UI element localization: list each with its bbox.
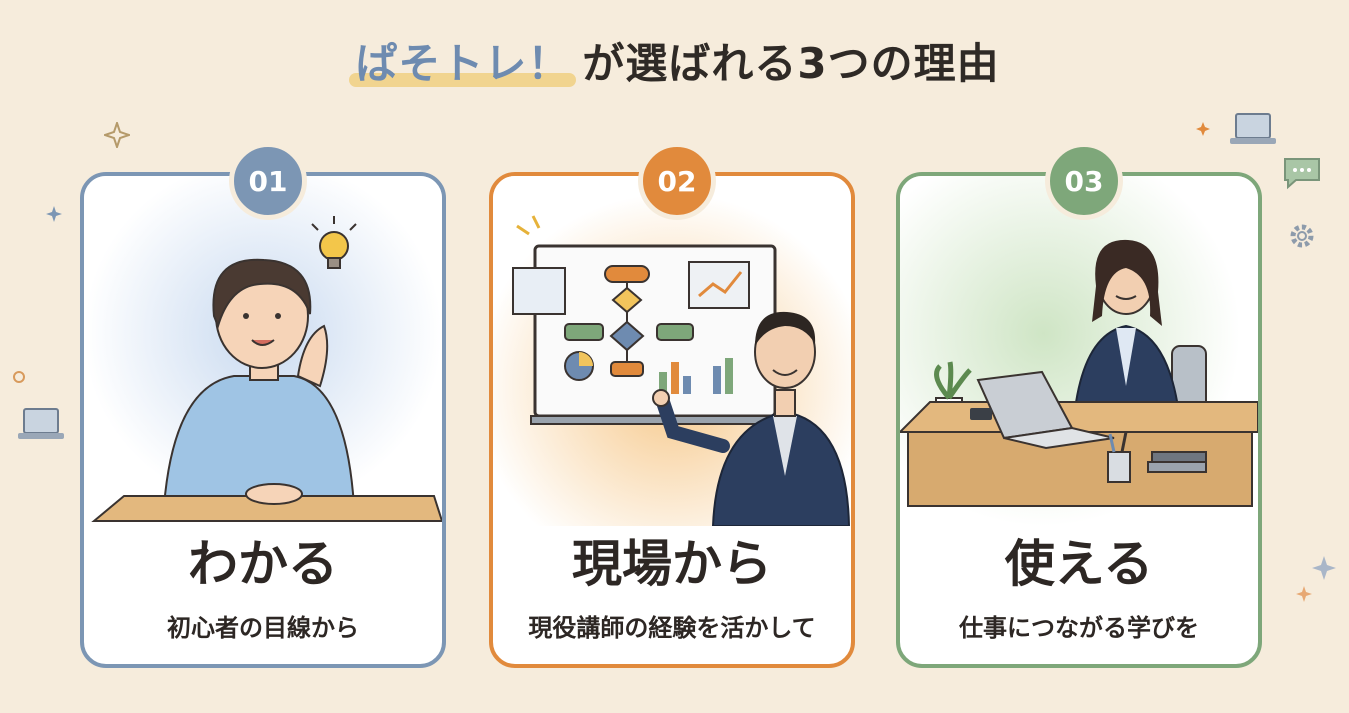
sparkle-icon — [1196, 122, 1210, 136]
reason-card-1: わかる 初心者の目線から — [80, 172, 446, 668]
laptop-icon — [1230, 113, 1276, 144]
illustration-learner — [84, 176, 442, 526]
chat-bubble-icon — [1284, 158, 1320, 190]
sparkle-icon — [1312, 556, 1336, 580]
card-3-subtitle: 仕事につながる学びを — [959, 614, 1199, 642]
illustration-instructor — [493, 176, 851, 526]
card-2-subtitle: 現役講師の経験を活かして — [528, 614, 816, 642]
card-3-number-badge: 03 — [1045, 142, 1123, 220]
sparkle-icon — [1296, 586, 1312, 602]
laptop-icon — [18, 408, 64, 439]
card-1-subtitle: 初心者の目線から — [167, 614, 359, 642]
title-text: が選ばれる3つの理由 — [582, 38, 1000, 88]
gear-icon — [1290, 224, 1314, 248]
card-2-heading: 現場から — [558, 535, 786, 593]
lightbulb-icon — [311, 216, 357, 269]
page-title: ぱそトレ！ が選ばれる3つの理由 — [0, 30, 1349, 90]
sparkle-icon — [104, 122, 130, 148]
card-1-heading: わかる — [174, 535, 352, 593]
brand-name: ぱそトレ！ — [349, 30, 577, 91]
illustration-office-worker — [900, 176, 1258, 526]
circle-icon — [13, 371, 25, 383]
card-3-heading: 使える — [991, 535, 1168, 593]
card-2-number-badge: 02 — [638, 142, 716, 220]
reason-card-3: 使える 仕事につながる学びを — [896, 172, 1262, 668]
reason-card-2: 現場から 現役講師の経験を活かして — [489, 172, 855, 668]
card-1-number-badge: 01 — [229, 142, 307, 220]
sparkle-icon — [46, 206, 62, 222]
